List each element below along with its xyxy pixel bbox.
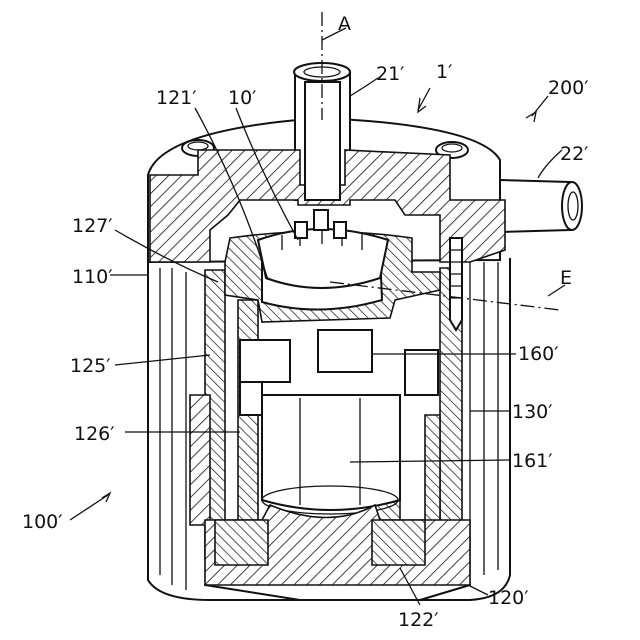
label-21: 21′ — [376, 63, 405, 85]
right-screw — [450, 238, 462, 330]
label-120: 120′ — [488, 587, 529, 609]
outlet-pipe — [500, 180, 582, 232]
label-130: 130′ — [512, 401, 553, 423]
label-121: 121′ — [156, 87, 197, 109]
label-100: 100′ — [22, 511, 63, 533]
label-22: 22′ — [560, 143, 589, 165]
label-127: 127′ — [72, 215, 113, 237]
label-161: 161′ — [512, 450, 553, 472]
label-1: 1′ — [436, 61, 452, 83]
label-10: 10′ — [228, 87, 257, 109]
label-110: 110′ — [72, 266, 113, 288]
label-125: 125′ — [70, 355, 111, 377]
label-160: 160′ — [518, 343, 559, 365]
label-A: A — [338, 13, 351, 35]
label-E: E — [560, 267, 572, 289]
rotor — [262, 395, 400, 514]
label-126: 126′ — [74, 423, 115, 445]
base-section — [205, 505, 470, 600]
label-200: 200′ — [548, 77, 589, 99]
label-122: 122′ — [398, 609, 439, 631]
